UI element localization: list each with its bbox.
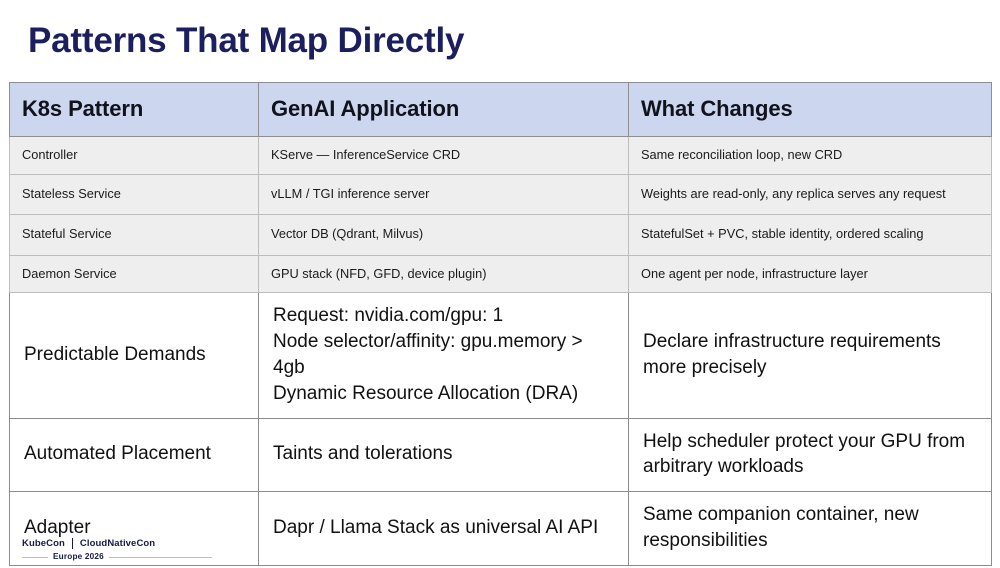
cell-application-line: Dynamic Resource Allocation (DRA): [273, 382, 579, 404]
cell-application-line: Dapr / Llama Stack as universal AI API: [273, 517, 599, 539]
column-header-genai-application: GenAI Application: [258, 82, 629, 137]
cell-pattern: Stateful Service: [9, 214, 259, 256]
cell-pattern: Stateless Service: [9, 173, 259, 216]
cell-application: GPU stack (NFD, GFD, device plugin): [258, 254, 629, 294]
cell-pattern: Adapter: [9, 491, 259, 566]
footer-rule-left: [22, 556, 48, 558]
cell-changes: StatefulSet + PVC, stable identity, orde…: [628, 214, 992, 256]
table-row: Stateful Service Vector DB (Qdrant, Milv…: [9, 214, 992, 256]
cell-pattern: Daemon Service: [9, 254, 259, 294]
table-body: Controller KServe — InferenceService CRD…: [9, 136, 992, 566]
patterns-table: K8s Pattern GenAI Application What Chang…: [9, 82, 992, 566]
footer-brand-row: KubeCon CloudNativeCon: [22, 538, 212, 549]
cell-changes: Help scheduler protect your GPU from arb…: [628, 417, 992, 493]
column-header-what-changes: What Changes: [628, 82, 992, 137]
table-header-row: K8s Pattern GenAI Application What Chang…: [9, 82, 992, 137]
page-title: Patterns That Map Directly: [28, 21, 465, 60]
table-row: Predictable Demands Request: nvidia.com/…: [9, 292, 992, 419]
column-header-k8s-pattern: K8s Pattern: [9, 82, 259, 137]
cell-application: Vector DB (Qdrant, Milvus): [258, 214, 629, 256]
cell-changes: Weights are read-only, any replica serve…: [628, 173, 992, 216]
cell-pattern: Automated Placement: [9, 417, 259, 493]
cell-application: Request: nvidia.com/gpu: 1 Node selector…: [258, 292, 629, 419]
kubecon-footer-logo: KubeCon CloudNativeCon Europe 2026: [22, 538, 212, 561]
footer-edition-row: Europe 2026: [22, 552, 212, 561]
cell-changes: Same reconciliation loop, new CRD: [628, 136, 992, 175]
cell-application-line: Node selector/affinity: gpu.memory > 4gb: [273, 331, 583, 378]
cell-pattern: Controller: [9, 136, 259, 175]
table-row: Daemon Service GPU stack (NFD, GFD, devi…: [9, 254, 992, 294]
footer-brand-cloudnativecon: CloudNativeCon: [79, 537, 156, 549]
cell-application: vLLM / TGI inference server: [258, 173, 629, 216]
footer-rule-right: [108, 556, 212, 558]
table-row: Stateless Service vLLM / TGI inference s…: [9, 173, 992, 216]
footer-divider: [71, 538, 73, 549]
footer-edition: Europe 2026: [53, 552, 104, 561]
table-row: Automated Placement Taints and toleratio…: [9, 417, 992, 493]
cell-application: KServe — InferenceService CRD: [258, 136, 629, 175]
cell-changes: Declare infrastructure requirements more…: [628, 292, 992, 419]
cell-changes: One agent per node, infrastructure layer: [628, 254, 992, 294]
footer-brand-kubecon: KubeCon: [22, 537, 65, 549]
cell-changes: Same companion container, new responsibi…: [628, 491, 992, 566]
cell-application-line: Taints and tolerations: [273, 443, 453, 465]
table-row: Adapter Dapr / Llama Stack as universal …: [9, 491, 992, 566]
cell-pattern: Predictable Demands: [9, 292, 259, 419]
cell-application: Dapr / Llama Stack as universal AI API: [258, 491, 629, 566]
cell-application: Taints and tolerations: [258, 417, 629, 493]
table-row: Controller KServe — InferenceService CRD…: [9, 136, 992, 175]
cell-application-line: Request: nvidia.com/gpu: 1: [273, 305, 504, 327]
